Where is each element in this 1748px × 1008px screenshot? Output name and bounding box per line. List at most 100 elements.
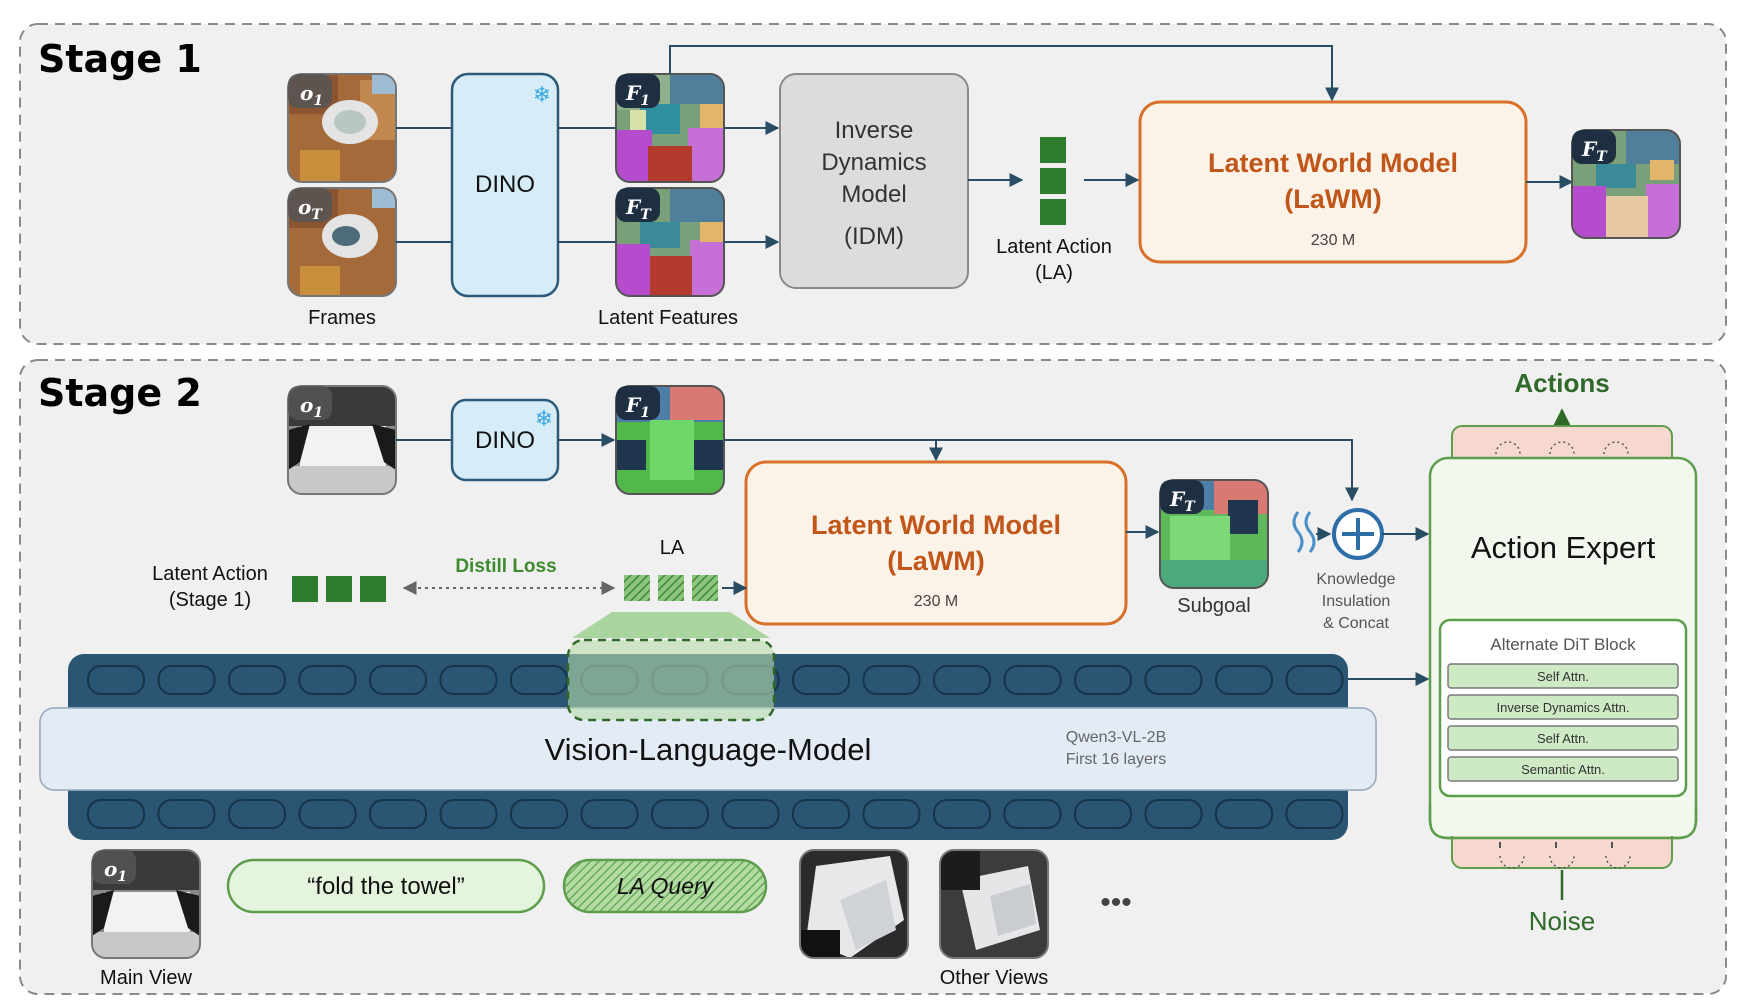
svg-text:FT: FT [1169,487,1196,515]
knowledge-line3: & Concat [1323,615,1389,632]
vlm-token [510,665,568,695]
stage1-lawm-size: 230 M [1311,232,1355,249]
latent-action-label-1: Latent Action [996,236,1112,258]
la-label: LA [660,537,685,559]
idm-line2: Dynamics [821,149,926,176]
vlm-token [369,799,427,829]
vlm-token [298,665,357,695]
svg-text:o1: o1 [104,857,127,885]
insulation-wave-icon [1292,511,1316,553]
noise-dotted-arcs [1499,842,1631,869]
vlm-token [1285,665,1344,695]
vlm-token [1144,665,1203,695]
stage2-title: Stage 2 [38,371,202,415]
stage2-feature-F1: F1 [615,385,725,495]
knowledge-line2: Insulation [1322,593,1391,610]
vlm-token [933,799,991,829]
latent-action-label-2: (LA) [1035,262,1073,284]
stage1-frame-oT: oT [287,187,397,297]
vlm-token [1144,799,1203,829]
vlm-model-name: Qwen3-VL-2B [1066,729,1167,746]
stage2-dino-label: DINO [475,427,535,454]
vlm-token [439,665,498,695]
vlm-token [369,665,427,695]
la-stage1-label-1: Latent Action [152,563,268,585]
dit-layer-label: Inverse Dynamics Attn. [1497,700,1630,715]
la-pred-token-2 [658,575,684,601]
vlm-label: Vision-Language-Model [545,732,872,767]
stage1-output-FT: FT [1571,129,1681,239]
snowflake-icon: ❄ [535,407,553,432]
prompt-pill [226,858,546,914]
vlm-model-layers: First 16 layers [1066,751,1166,768]
vlm-token [1074,665,1132,695]
vlm-token [862,665,921,695]
vlm-token [87,799,145,829]
main-view-caption: Main View [100,967,192,989]
stage2-lawm-block [744,460,1128,626]
dit-layer-label: Self Attn. [1537,669,1589,684]
stage1-frame-o1: o1 [287,73,397,183]
vlm-token [1215,799,1273,829]
dit-block-title: Alternate DiT Block [1490,635,1636,654]
la-query-funnel [572,612,770,638]
other-view-2-image [939,849,1049,959]
distill-loss-label: Distill Loss [455,556,556,577]
stage2-lawm-size: 230 M [914,593,958,610]
other-view-1-image [799,849,909,959]
vlm-token [298,799,357,829]
vlm-token [87,665,145,695]
dit-layer [1447,756,1679,782]
actions-label: Actions [1514,368,1609,398]
prompt-text: “fold the towel” [307,873,464,900]
dit-layer [1447,694,1679,720]
la-stage1-token-2 [326,576,352,602]
dit-layer-label: Self Attn. [1537,731,1589,746]
snowflake-icon: ❄ [533,83,551,108]
vlm-token [651,799,709,829]
vlm-token [1285,799,1344,829]
stage1-dino-block [450,72,560,298]
subgoal-feature-FT: FT [1159,479,1269,589]
vlm-token [439,799,498,829]
main-view-image: o1 [91,849,201,959]
idm-line1: Inverse [835,117,914,144]
concat-plus-icon [1332,508,1384,560]
vlm-token [157,799,216,829]
la-query-highlight [566,638,776,722]
vlm-bottom-tokens [87,799,1344,829]
vlm-token [510,799,568,829]
stage1-feature-F1: F1 [615,73,725,183]
action-expert-title: Action Expert [1471,530,1656,565]
svg-text:F1: F1 [625,393,650,421]
la-token-1 [1040,137,1066,163]
vlm-token [792,665,850,695]
dit-layer-label: Semantic Attn. [1521,762,1605,777]
vlm-token [1003,799,1062,829]
arrow-s2-F1-routes [724,439,1359,502]
vlm-token [1003,665,1062,695]
la-query-pill [562,858,768,914]
vlm-token [792,799,850,829]
stage1-title: Stage 1 [38,37,202,81]
vlm-token [721,799,780,829]
la-stage1-token-1 [292,576,318,602]
stage2-lawm-title: Latent World Model [811,510,1061,540]
noise-label: Noise [1529,906,1595,936]
latent-features-caption: Latent Features [598,307,738,329]
stage1-lawm-title: Latent World Model [1208,148,1458,178]
la-stage1-token-3 [360,576,386,602]
subgoal-caption: Subgoal [1177,595,1250,617]
arrow-F1-lawm-route [669,45,1339,102]
vlm-token [1215,665,1273,695]
svg-text:F1: F1 [625,81,650,109]
svg-text:o1: o1 [300,393,323,421]
stage2-frame-o1: o1 [287,385,397,495]
svg-text:FT: FT [1581,137,1608,165]
stage1-feature-FT: FT [615,187,725,297]
la-pred-token-3 [692,575,718,601]
vlm-top-tokens [87,665,1344,695]
vlm-token [933,665,991,695]
vlm-token [228,665,286,695]
